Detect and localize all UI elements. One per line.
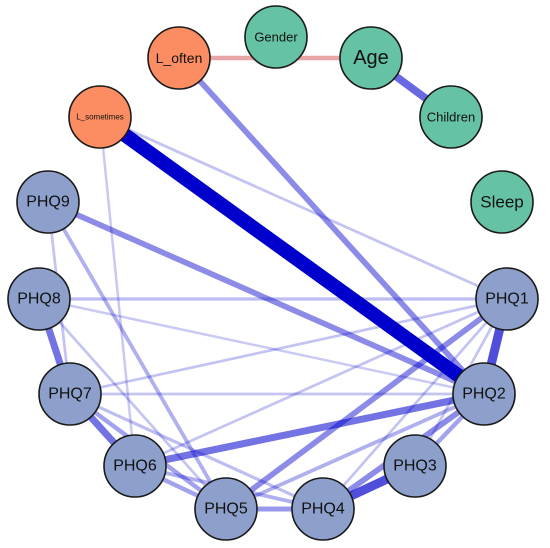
node-circle-phq2 [452, 362, 516, 426]
node-label-phq4: PHQ4 [301, 501, 345, 518]
node-label-l_often: L_often [156, 50, 203, 66]
node-circle-phq3 [383, 434, 447, 498]
edge-l_sometimes-phq2 [95, 111, 489, 400]
node-phq6: PHQ6 [103, 434, 167, 498]
node-circle-phq9 [16, 170, 80, 234]
node-circle-phq5 [194, 477, 258, 541]
node-circle-gender [244, 5, 308, 69]
node-phq2: PHQ2 [452, 362, 516, 426]
edges-layer [35, 54, 512, 514]
node-label-age: Age [353, 47, 389, 69]
node-label-phq5: PHQ5 [204, 501, 248, 518]
node-circle-phq7 [38, 362, 102, 426]
node-l_often: L_often [147, 26, 211, 90]
node-label-phq9: PHQ9 [26, 194, 70, 211]
node-label-phq7: PHQ7 [48, 386, 92, 403]
node-label-l_sometimes: L_sometimes [76, 113, 124, 122]
node-circle-children [419, 85, 483, 149]
node-circle-sleep [470, 170, 534, 234]
edge-phq8-phq5 [37, 298, 228, 510]
edge-phq5-phq2 [225, 392, 485, 511]
node-gender: Gender [244, 5, 308, 69]
node-l_sometimes: L_sometimes [68, 85, 132, 149]
node-circle-phq8 [7, 267, 71, 331]
node-phq1: PHQ1 [475, 267, 539, 331]
node-circle-l_often [147, 26, 211, 90]
node-age: Age [339, 26, 403, 90]
node-label-phq1: PHQ1 [485, 291, 529, 308]
node-circle-age [339, 26, 403, 90]
edge-phq5-phq1 [224, 296, 509, 512]
edge-l_often-phq2 [176, 56, 487, 396]
edge-phq6-phq2 [134, 390, 485, 470]
node-circle-phq6 [103, 434, 167, 498]
node-label-gender: Gender [254, 30, 298, 45]
node-phq8: PHQ8 [7, 267, 71, 331]
edge-phq9-phq2 [46, 199, 486, 397]
node-label-phq8: PHQ8 [17, 291, 61, 308]
edge-l_sometimes-phq1 [99, 115, 508, 301]
edge-phq4-phq1 [321, 298, 509, 510]
node-label-phq6: PHQ6 [113, 458, 157, 475]
node-phq7: PHQ7 [38, 362, 102, 426]
edge-l_sometimes-phq6 [98, 116, 137, 467]
edge-phq8-phq2 [38, 297, 485, 396]
node-label-phq3: PHQ3 [393, 458, 437, 475]
node-sleep: Sleep [470, 170, 534, 234]
edge-phq9-phq5 [46, 201, 228, 510]
node-phq9: PHQ9 [16, 170, 80, 234]
node-phq5: PHQ5 [194, 477, 258, 541]
node-label-phq2: PHQ2 [462, 386, 506, 403]
node-label-children: Children [427, 110, 475, 125]
node-circle-l_sometimes [68, 85, 132, 149]
edge-phq7-phq1 [69, 297, 508, 396]
node-children: Children [419, 85, 483, 149]
edge-phq6-phq1 [134, 297, 508, 468]
node-phq3: PHQ3 [383, 434, 447, 498]
node-label-sleep: Sleep [480, 193, 523, 212]
node-circle-phq4 [291, 477, 355, 541]
node-phq4: PHQ4 [291, 477, 355, 541]
node-circle-phq1 [475, 267, 539, 331]
